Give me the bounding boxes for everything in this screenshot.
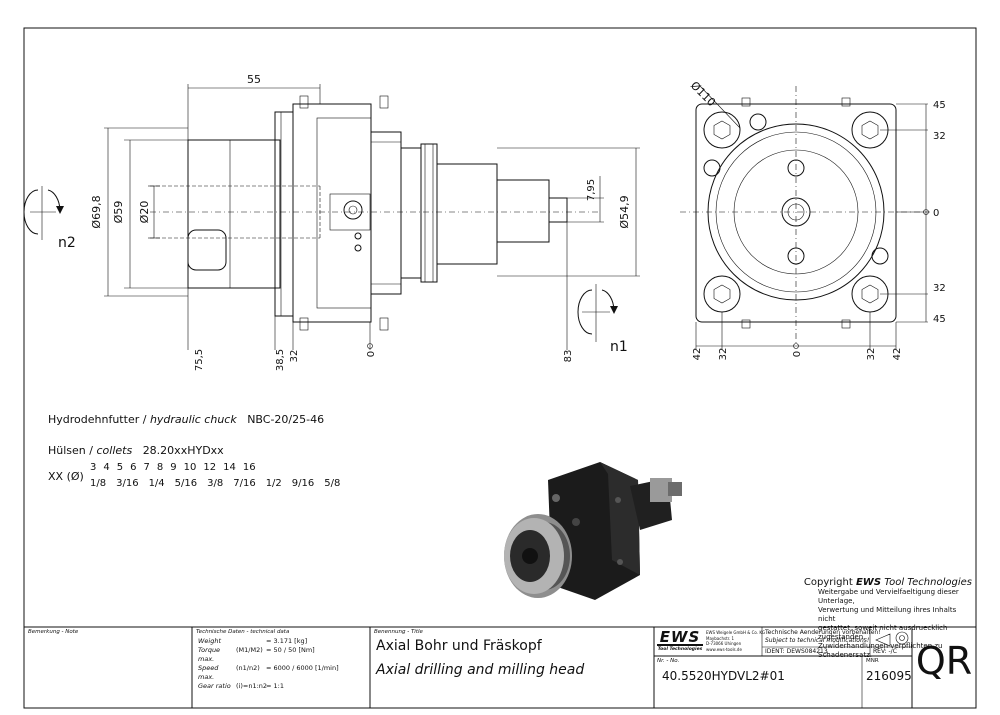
- imperial-size: 5/16: [174, 478, 198, 489]
- copyright-line: Weitergabe und Vervielfaeltigung dieser …: [818, 588, 959, 605]
- front-housing: [695, 103, 897, 323]
- ews-logo: EWS Tool Technologies: [657, 628, 703, 652]
- dim-0-side: 0: [366, 351, 377, 357]
- title-german: Axial Bohr und Fräskopf: [376, 638, 542, 654]
- copyright-line: gestattet, soweit nicht ausdruecklich zu…: [818, 624, 948, 641]
- dim-32-top: 32: [933, 131, 946, 142]
- change-notice: Technische Aenderungen vorbehalten! Subj…: [765, 629, 881, 644]
- tech-row: Speed max. (n1/n2) = 6000 / 6000 [1/min]: [198, 664, 339, 681]
- label-n2: n2: [58, 235, 76, 251]
- chuck-label-de: Hydrodehnfutter: [48, 413, 140, 426]
- chuck-value: NBC-20/25-46: [247, 413, 325, 426]
- mnr-number: 216095: [866, 669, 912, 683]
- drawing-frame: [23, 27, 977, 709]
- collet-label-en: collets: [96, 444, 133, 457]
- dim-0-bottom: 0: [792, 351, 803, 357]
- product-3d-render: [504, 462, 682, 600]
- imperial-size: 5/8: [324, 478, 341, 489]
- clamp-slot: [187, 229, 227, 271]
- collet-value: 28.20xxHYDxx: [142, 444, 224, 457]
- dim-385: 38,5: [275, 349, 286, 371]
- dim-d69: Ø69,8: [90, 195, 103, 228]
- collet-spec: Hülsen / collets 28.20xxHYDxx: [48, 444, 224, 457]
- tech-row: Weight = 3.171 [kg]: [198, 637, 308, 645]
- metric-size: 12: [203, 462, 217, 473]
- imperial-size: 9/16: [291, 478, 315, 489]
- metric-size: 10: [183, 462, 197, 473]
- dim-32-side: 32: [289, 350, 300, 363]
- metric-size: 3: [90, 462, 97, 473]
- dim-d549: Ø54,9: [618, 195, 631, 228]
- metric-size: 4: [103, 462, 110, 473]
- metric-size: 8: [156, 462, 164, 473]
- dim-32-left: 32: [718, 348, 729, 361]
- xx-label: XX (Ø): [48, 470, 84, 483]
- front-flange: [707, 123, 885, 301]
- imperial-size: 3/8: [207, 478, 224, 489]
- dim-d20: Ø20: [138, 201, 151, 224]
- metric-size: 6: [130, 462, 137, 473]
- imperial-size: 1/8: [90, 478, 107, 489]
- dim-795: 7,95: [586, 179, 597, 201]
- side-view: 55 Ø69,8 Ø59 Ø20 7,95 Ø54,9 75,5 38,5 32: [23, 73, 640, 371]
- dim-32-bottom: 32: [933, 283, 946, 294]
- collet-label-de: Hülsen: [48, 444, 86, 457]
- metric-size: 7: [143, 462, 150, 473]
- dim-42-left: 42: [692, 348, 703, 361]
- tech-data-label: Technische Daten - technical data: [196, 629, 290, 635]
- revision: REV: -/C: [873, 648, 897, 655]
- ident-number: IDENT: DEWS084213: [765, 648, 828, 655]
- copyright-notice: Copyright EWS Tool Technologies Weiterga…: [800, 577, 972, 660]
- shank: [436, 163, 498, 265]
- copyright-line: Verwertung und Mitteilung ihres Inhalts …: [818, 606, 957, 623]
- copyright-brand: EWS: [855, 577, 882, 588]
- tech-row: Torque max. (M1/M2) = 50 / 50 [Nm]: [198, 646, 315, 663]
- copyright-suffix: Tool Technologies: [884, 577, 972, 588]
- title-label: Benennung - Title: [374, 629, 423, 635]
- drawing-number: 40.5520HYDVL2#01: [662, 669, 785, 683]
- remark-label: Bemerkung - Note: [28, 629, 79, 635]
- dim-d59: Ø59: [112, 201, 125, 224]
- chuck-label-en: hydraulic chuck: [149, 413, 237, 426]
- number-label: Nr. - No.: [657, 658, 680, 664]
- copyright-prefix: Copyright: [803, 577, 853, 588]
- imperial-size: 3/16: [116, 478, 139, 489]
- dim-45-top: 45: [933, 100, 946, 111]
- dim-55: 55: [247, 73, 261, 86]
- label-n1: n1: [610, 339, 628, 355]
- metric-size: 16: [242, 462, 256, 473]
- qr-code-label: QR: [915, 639, 973, 683]
- company-address: EWS Weigele GmbH & Co. KG Maybachstr. 1 …: [706, 630, 766, 652]
- rotation-n2-symbol: [23, 186, 64, 240]
- chuck-spec: Hydrodehnfutter / hydraulic chuck NBC-20…: [48, 413, 325, 426]
- tech-row: Gear ratio (i)=n1:n2 = 1:1: [198, 682, 284, 690]
- rotation-n1-symbol: [577, 284, 618, 342]
- dim-755: 75,5: [194, 349, 205, 371]
- title-block-grid: [24, 626, 976, 708]
- metric-size: 9: [170, 462, 177, 473]
- tech-data-table: Weight = 3.171 [kg] Torque max. (M1/M2) …: [198, 637, 339, 691]
- chuck-body: [187, 139, 281, 289]
- dim-83: 83: [563, 350, 574, 363]
- copyright-line: Zuwiderhandlungen verpflichten zu Schade…: [818, 642, 943, 659]
- imperial-size: 1/4: [148, 478, 165, 489]
- dim-d110: Ø110: [688, 79, 718, 109]
- metric-size: 14: [223, 462, 236, 473]
- dim-42-right: 42: [892, 348, 903, 361]
- metric-size: 5: [116, 462, 124, 473]
- imperial-size: 1/2: [265, 478, 282, 489]
- imperial-sizes: 1/8 3/16 1/4 5/16 3/8 7/16 1/2 9/16 5/8: [90, 478, 350, 489]
- dim-0-right: 0: [933, 208, 939, 219]
- housing: [292, 103, 372, 323]
- dim-45-bottom: 45: [933, 314, 946, 325]
- mnr-label: MNR: [866, 658, 879, 664]
- front-view: Ø110 45 32 0 32 45 42 32 0 32 42: [680, 79, 946, 360]
- dim-32-right: 32: [866, 348, 877, 361]
- imperial-size: 7/16: [233, 478, 256, 489]
- title-english: Axial drilling and milling head: [376, 662, 585, 678]
